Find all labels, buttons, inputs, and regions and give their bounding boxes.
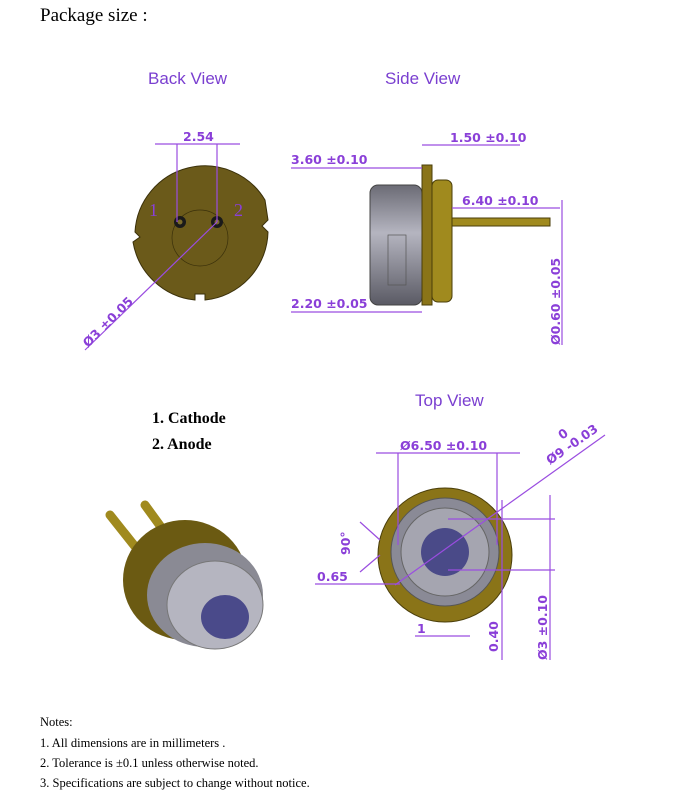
page-title: Package size : [40, 5, 148, 26]
dim-key-width: 1 [417, 621, 426, 636]
top-view-label: Top View [415, 391, 484, 410]
dim-side-body-length: 3.60 ±0.10 [291, 152, 368, 167]
dim-back-diameter: Ø3 ±0.05 [80, 294, 137, 351]
dim-window-diameter: Ø3 ±0.10 [535, 595, 550, 660]
dim-notch-depth: 0.65 [317, 569, 348, 584]
dim-pin-pitch: 2.54 [183, 129, 214, 144]
isometric-view-drawing [105, 500, 264, 650]
dim-lead-diameter: Ø0.60 ±0.05 [548, 258, 563, 345]
back-view-drawing: 1 2 2.54 Ø3 ±0.05 [80, 129, 269, 351]
note-item: 3. Specifications are subject to change … [40, 776, 310, 790]
pin-anode: 2. Anode [152, 436, 212, 453]
dim-top-cap-diameter: Ø6.50 ±0.10 [400, 438, 487, 453]
dim-side-base: 2.20 ±0.05 [291, 296, 368, 311]
note-item: 2. Tolerance is ±0.1 unless otherwise no… [40, 756, 259, 770]
pin2-number: 2 [234, 200, 243, 220]
pin-cathode: 1. Cathode [152, 410, 226, 427]
dim-side-flange: 1.50 ±0.10 [450, 130, 527, 145]
dim-key-depth: 0.40 [486, 621, 501, 652]
note-item: 1. All dimensions are in millimeters . [40, 736, 226, 750]
side-view-label: Side View [385, 69, 461, 88]
notes-heading: Notes: [40, 715, 73, 729]
dim-side-lead-length: 6.40 ±0.10 [462, 193, 539, 208]
dim-notch-angle: 90° [338, 531, 353, 555]
top-view-drawing: Ø6.50 ±0.10 0 Ø9 -0.03 90° 0.65 1 0.40 Ø… [315, 421, 606, 660]
back-view-label: Back View [148, 69, 228, 88]
side-view-drawing: 3.60 ±0.10 1.50 ±0.10 6.40 ±0.10 2.20 ±0… [291, 130, 563, 345]
pin1-number: 1 [149, 200, 158, 220]
